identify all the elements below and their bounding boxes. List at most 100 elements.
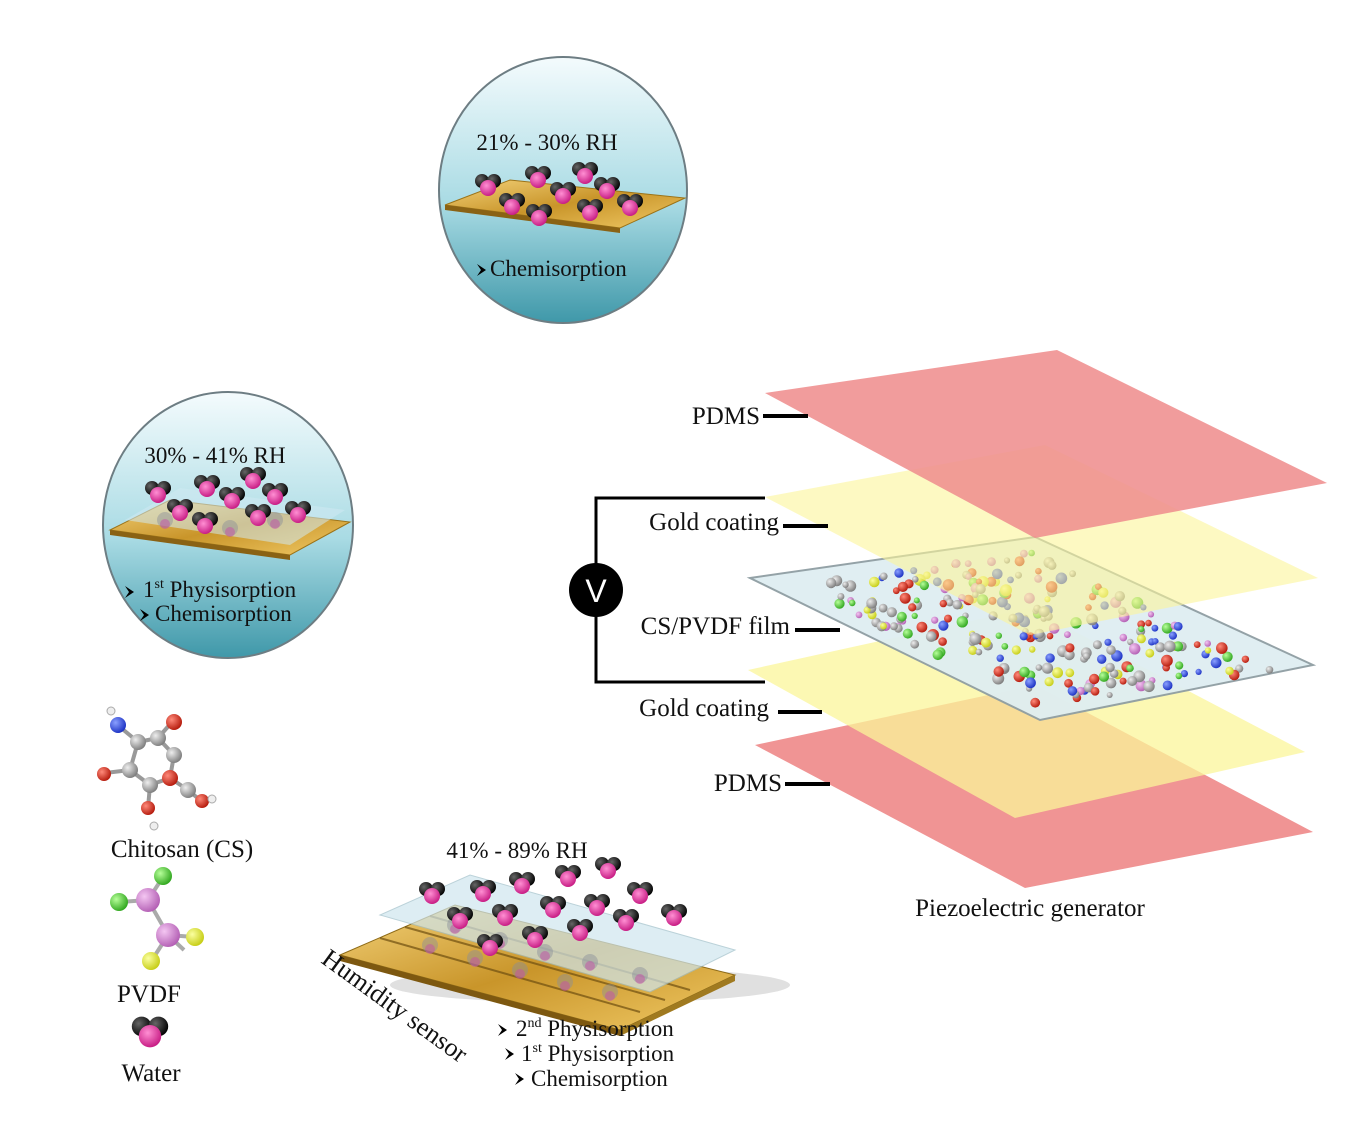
film-atom [995, 632, 1002, 639]
film-atom [939, 599, 947, 608]
pvdf-molecule-icon [110, 867, 204, 970]
film-atom [1064, 649, 1075, 661]
film-atom [993, 666, 1004, 677]
film-atom [1104, 638, 1112, 646]
legend-label-pvdf: PVDF [117, 981, 181, 1008]
film-atom [1025, 677, 1036, 689]
film-atom [869, 576, 880, 588]
film-atom [855, 611, 863, 619]
film-atom [902, 628, 913, 639]
film-atom [925, 631, 937, 642]
voltmeter-circuit [594, 496, 765, 684]
film-atom [1204, 647, 1212, 654]
film-atom [1064, 678, 1073, 688]
film-atom [969, 632, 982, 645]
film-atom [1126, 664, 1134, 672]
layer-label-gold-top: Gold coating [649, 509, 779, 536]
film-atom [1161, 654, 1173, 667]
legend-label-chitosan: Chitosan (CS) [111, 836, 253, 863]
layer-label-film: CS/PVDF film [641, 613, 791, 640]
film-atom [1082, 652, 1091, 660]
voltmeter-icon: V [569, 563, 623, 617]
film-atom [1161, 622, 1173, 634]
svg-text:V: V [585, 573, 607, 609]
film-atom [1195, 668, 1202, 676]
film-atom [1019, 666, 1030, 678]
film-atom [916, 621, 928, 633]
film-atom [897, 611, 907, 622]
film-atom [1175, 672, 1183, 680]
film-atom [866, 597, 878, 609]
film-atom [1030, 697, 1041, 708]
film-atom [1127, 638, 1134, 646]
film-atom [899, 592, 911, 604]
film-atom [1106, 692, 1113, 698]
film-atom [1089, 673, 1100, 685]
film-atom [1136, 634, 1146, 644]
range-label: 30% - 41% RH [144, 443, 285, 468]
layer-label-pdms-bottom: PDMS [714, 770, 782, 797]
legend: Chitosan (CS) PVDF Water [97, 706, 253, 1087]
film-atom [1164, 640, 1176, 653]
film-atom [944, 614, 952, 623]
film-atom [1019, 632, 1028, 641]
film-atom [1173, 622, 1183, 631]
film-atom [1145, 648, 1155, 658]
piezoelectric-generator: PDMS Gold coating CS/PVDF film Gold coat… [569, 350, 1327, 922]
water-molecule-icon [131, 1016, 169, 1048]
film-atom [1065, 668, 1075, 678]
film-atom [1147, 611, 1155, 618]
layer-label-pdms-top: PDMS [692, 403, 760, 430]
film-atom [956, 616, 968, 628]
film-atom [897, 581, 909, 593]
film-atom [1155, 642, 1166, 653]
chitosan-molecule-icon [97, 706, 217, 831]
film-atom [1129, 643, 1141, 655]
stage-label-physisorption: 1st Physisorption [143, 577, 297, 602]
film-atom [1098, 671, 1110, 682]
film-atom [1127, 676, 1138, 686]
film-atom [1001, 643, 1009, 650]
film-atom [1175, 661, 1184, 670]
film-atom [1065, 643, 1075, 653]
legend-label-water: Water [121, 1060, 181, 1087]
film-atom [825, 577, 837, 589]
film-atom [1119, 677, 1127, 685]
film-atom [931, 616, 939, 624]
gold-top-layer [765, 445, 1318, 635]
film-atom [912, 576, 919, 583]
film-atom [1105, 677, 1117, 689]
film-atom [1265, 666, 1274, 674]
bubble-mid-humidity: 30% - 41% RH 1st Physisorption Chemisorp… [102, 391, 354, 659]
stage-label-chemisorption: Chemisorption [531, 1066, 668, 1091]
film-atom [834, 598, 845, 609]
film-atom [889, 622, 898, 631]
film-atom [880, 572, 888, 581]
film-atom [1180, 670, 1188, 678]
film-atom [1067, 686, 1078, 696]
stage-label-chemisorption: Chemisorption [155, 601, 292, 626]
film-atom [1119, 633, 1128, 642]
range-label: 41% - 89% RH [446, 838, 587, 863]
film-atom [1204, 640, 1211, 647]
film-atom [1143, 680, 1155, 693]
film-atom [894, 568, 904, 578]
film-atom [919, 580, 929, 591]
film-atom [1105, 662, 1115, 673]
humidity-sensor: 41% - 89% RH Humidity sensor 2nd Physiso… [316, 838, 790, 1091]
film-atom [981, 637, 991, 648]
film-atom [1225, 666, 1234, 676]
film-atom [1172, 641, 1184, 652]
range-label: 21% - 30% RH [476, 130, 617, 155]
film-atom [1106, 645, 1116, 655]
pdms-top-layer [765, 350, 1327, 538]
film-atom [1152, 638, 1159, 645]
film-atom [1222, 651, 1233, 662]
film-atom [952, 599, 963, 610]
film-atom [910, 639, 920, 649]
film-atom [878, 603, 888, 613]
stage-label-chemisorption: Chemisorption [490, 256, 627, 281]
generator-caption: Piezoelectric generator [915, 895, 1145, 922]
